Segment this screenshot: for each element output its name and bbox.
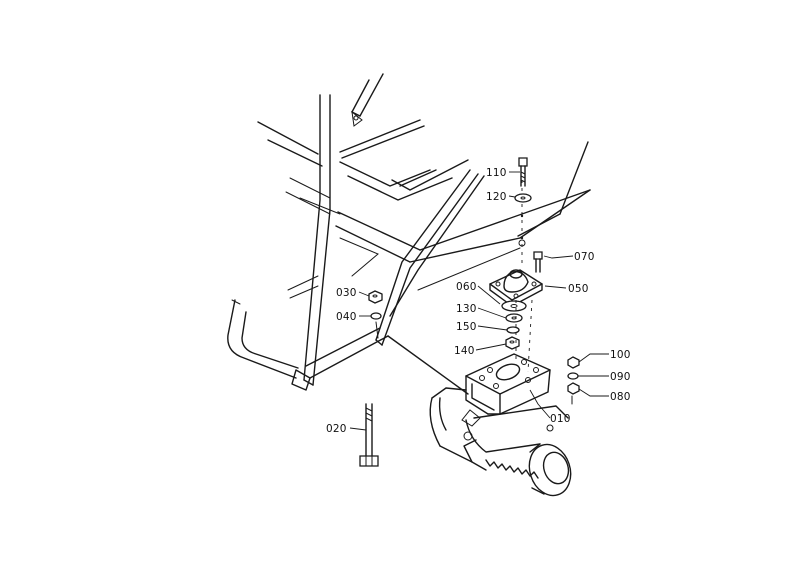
callout-030: 030 [336, 287, 357, 299]
callout-040: 040 [336, 311, 357, 323]
callout-120: 120 [486, 191, 507, 203]
transmission-housing [387, 335, 572, 497]
callout-020: 020 [326, 423, 347, 435]
callout-090: 090 [610, 371, 631, 383]
callout-110: 110 [486, 167, 507, 179]
callout-050: 050 [568, 283, 589, 295]
callout-labels: 110 120 070 050 060 130 150 140 030 040 … [326, 167, 631, 435]
right-hardware [567, 356, 580, 405]
callout-130: 130 [456, 303, 477, 315]
long-bolt [359, 403, 379, 467]
top-bolt [514, 157, 532, 240]
mount-bracket [465, 353, 551, 415]
side-bolt [533, 251, 543, 273]
callout-140: 140 [454, 345, 475, 357]
callout-010: 010 [550, 413, 571, 425]
callout-150: 150 [456, 321, 477, 333]
frame-structure [227, 73, 591, 391]
callout-060: 060 [456, 281, 477, 293]
callout-100: 100 [610, 349, 631, 361]
callout-080: 080 [610, 391, 631, 403]
callout-070: 070 [574, 251, 595, 263]
left-hardware [368, 290, 383, 339]
leader-lines [349, 171, 609, 431]
